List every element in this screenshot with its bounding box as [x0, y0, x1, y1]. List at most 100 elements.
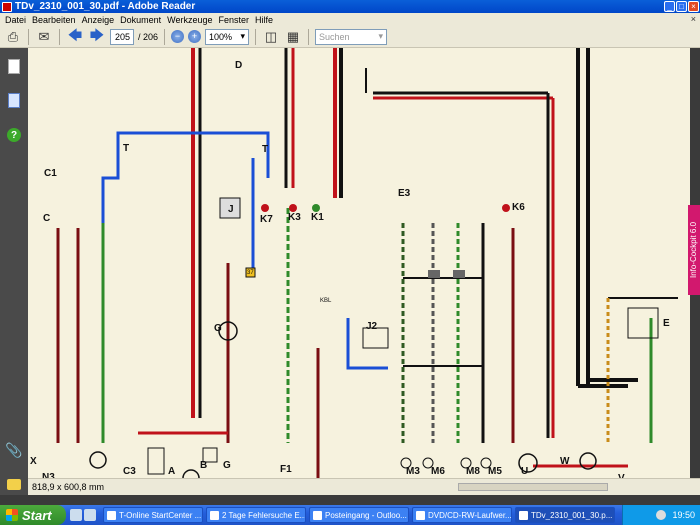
- minimize-button[interactable]: _: [664, 1, 675, 12]
- diagram-label: T: [123, 143, 130, 154]
- taskbar-item-dvd[interactable]: DVD/CD-RW-Laufwer...: [412, 507, 512, 523]
- fit-width-icon[interactable]: ▦: [286, 28, 300, 44]
- browser-icon[interactable]: [84, 509, 96, 521]
- diagram-label: KBL: [320, 298, 332, 304]
- diagram-label: M6: [431, 466, 445, 477]
- zoom-in-icon[interactable]: +: [188, 30, 202, 43]
- taskbar-item-fehlersuche[interactable]: 2 Tage Fehlersuche E...: [206, 507, 306, 523]
- search-placeholder: Suchen: [319, 31, 350, 42]
- quick-launch: [70, 509, 96, 521]
- app-icon: [313, 510, 322, 520]
- diagram-label: E3: [398, 188, 411, 199]
- chevron-down-icon: ▾: [378, 31, 384, 41]
- share-icon[interactable]: ✉: [38, 28, 50, 44]
- taskbar-item-label: DVD/CD-RW-Laufwer...: [428, 510, 512, 520]
- tray-icon[interactable]: [656, 510, 667, 520]
- app-icon: [416, 510, 425, 520]
- diagram-label: U: [521, 466, 529, 477]
- diagram-label: W: [560, 456, 570, 467]
- help-icon[interactable]: ?: [7, 128, 21, 142]
- taskbar-item-label: T-Online StartCenter ...: [119, 510, 202, 520]
- menu-fenster[interactable]: Fenster: [218, 14, 249, 25]
- zoom-select[interactable]: 100% ▾: [205, 28, 250, 45]
- title-bar[interactable]: TDv_2310_001_30.pdf - Adobe Reader _ □ ×: [0, 0, 700, 13]
- page-total: / 206: [138, 31, 159, 42]
- bookmarks-panel-icon[interactable]: [6, 92, 22, 108]
- system-tray: 19:50: [622, 505, 700, 525]
- diagram-label: X: [30, 456, 37, 467]
- comments-icon[interactable]: [6, 476, 22, 492]
- window-controls: _ □ ×: [664, 1, 699, 12]
- taskbar: Start T-Online StartCenter ... 2 Tage Fe…: [0, 505, 700, 525]
- menu-werkzeuge[interactable]: Werkzeuge: [167, 14, 213, 25]
- maximize-button[interactable]: □: [676, 1, 687, 12]
- navigation-panel: ? 📎: [0, 48, 28, 495]
- diagram-label: N3: [42, 472, 55, 478]
- diagram-label: K7: [260, 214, 273, 225]
- toolbar-separator: [164, 28, 166, 45]
- taskbar-item-label: TDv_2310_001_30.p...: [531, 510, 613, 520]
- print-icon[interactable]: ⎙: [7, 28, 19, 44]
- diagram-label: M3: [406, 466, 420, 477]
- search-input[interactable]: Suchen ▾: [315, 28, 388, 45]
- toolbar-separator: [308, 28, 310, 45]
- horizontal-scrollbar[interactable]: [458, 483, 608, 491]
- taskbar-item-outlook[interactable]: Posteingang - Outloo...: [309, 507, 409, 523]
- diagram-label: K6: [512, 202, 525, 213]
- wiring-diagram: [56, 48, 678, 478]
- close-button[interactable]: ×: [688, 1, 699, 12]
- app-icon: [519, 510, 528, 520]
- pages-panel-icon[interactable]: [6, 58, 22, 74]
- diagram-label: 37: [247, 270, 254, 276]
- diagram-label: G: [223, 460, 231, 471]
- diagram-label: C1: [44, 168, 57, 179]
- previous-page-icon[interactable]: 🡄: [67, 26, 83, 43]
- info-cockpit-tab[interactable]: Info-Cockpit 6.0: [688, 205, 700, 295]
- toolbar-separator: [59, 28, 60, 45]
- diagram-label: K1: [311, 212, 324, 223]
- menu-datei[interactable]: Datei: [5, 14, 27, 25]
- zoom-out-icon[interactable]: −: [171, 30, 185, 43]
- menu-bearbeiten[interactable]: Bearbeiten: [32, 14, 76, 25]
- start-label: Start: [22, 507, 52, 523]
- diagram-label: A: [168, 466, 176, 477]
- diagram-label: J2: [366, 321, 378, 332]
- toolbar-separator: [28, 28, 29, 45]
- page-number-input[interactable]: [110, 28, 134, 45]
- diagram-label: B: [200, 460, 208, 471]
- menu-bar: Datei Bearbeiten Anzeige Dokument Werkze…: [0, 13, 700, 26]
- zoom-value: 100%: [209, 31, 233, 42]
- page-size: 818,9 x 600,8 mm: [32, 482, 105, 492]
- adobe-reader-icon: [2, 1, 12, 12]
- next-page-icon[interactable]: 🡆: [89, 26, 105, 43]
- windows-logo-icon: [6, 509, 18, 521]
- taskbar-item-adobe[interactable]: TDv_2310_001_30.p...: [515, 507, 615, 523]
- clock: 19:50: [672, 510, 695, 520]
- document-view[interactable]: D C1 C T T J K7 K3 K1 E3 K6 G J2 A B G F…: [28, 48, 690, 478]
- app-icon: [107, 510, 116, 520]
- diagram-label: F1: [280, 464, 292, 475]
- diagram-label: C3: [123, 466, 136, 477]
- document-close-button[interactable]: ×: [690, 14, 696, 24]
- diagram-label: G: [214, 323, 222, 334]
- diagram-label: E: [663, 318, 670, 329]
- toolbar-separator: [255, 28, 257, 45]
- diagram-label: J: [228, 204, 234, 215]
- diagram-label: T: [262, 144, 269, 155]
- diagram-label: D: [235, 60, 243, 71]
- attachment-icon[interactable]: 📎: [5, 441, 23, 458]
- diagram-label: C: [43, 213, 51, 224]
- menu-anzeige[interactable]: Anzeige: [81, 14, 115, 25]
- taskbar-item-label: 2 Tage Fehlersuche E...: [222, 510, 306, 520]
- fit-page-icon[interactable]: ◫: [264, 28, 278, 44]
- menu-dokument[interactable]: Dokument: [120, 14, 162, 25]
- diagram-label: M8: [466, 466, 480, 477]
- menu-hilfe[interactable]: Hilfe: [255, 14, 274, 25]
- status-bar: 818,9 x 600,8 mm: [28, 478, 700, 495]
- diagram-label: M5: [488, 466, 502, 477]
- taskbar-item-label: Posteingang - Outloo...: [325, 510, 407, 520]
- taskbar-item-tonline[interactable]: T-Online StartCenter ...: [103, 507, 203, 523]
- start-button[interactable]: Start: [0, 505, 66, 525]
- toolbar: ⎙ ✉ 🡄 🡆 / 206 − + 100% ▾ ◫ ▦ Suchen ▾: [0, 26, 700, 48]
- desktop-icon[interactable]: [70, 509, 82, 521]
